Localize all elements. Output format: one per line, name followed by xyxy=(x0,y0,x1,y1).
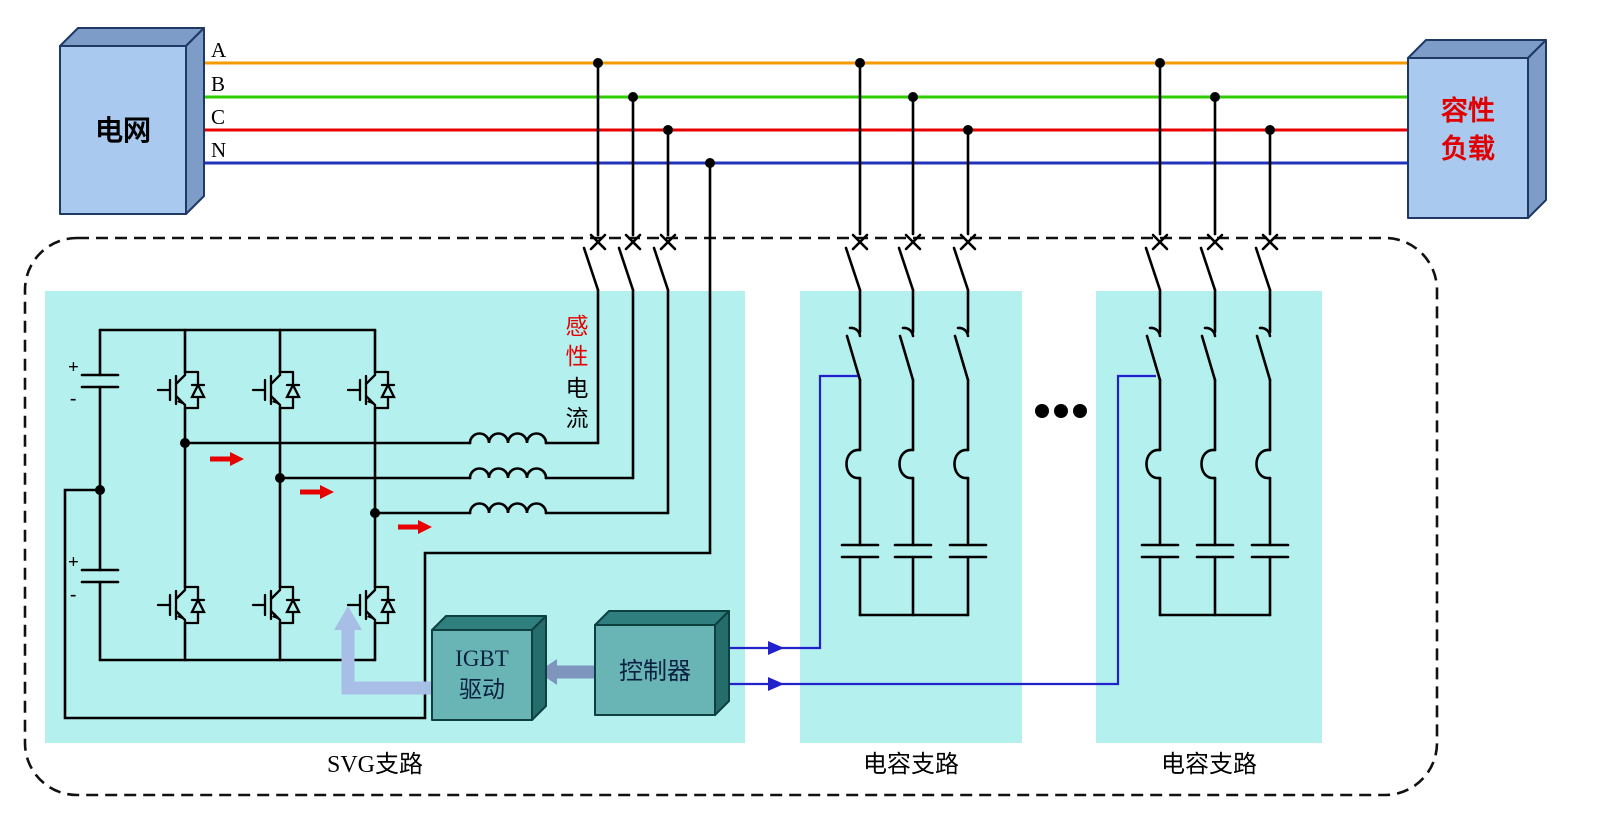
bus-a-label: A xyxy=(211,38,227,62)
cur-char-3: 电 xyxy=(566,376,589,401)
enclosure-border xyxy=(23,236,1439,797)
bus-labels: A B C N xyxy=(211,38,227,162)
cap1-minus: - xyxy=(70,388,76,409)
dc-cap-signs: + - + - xyxy=(68,357,79,605)
control-arrow-2 xyxy=(768,677,784,691)
cap1-plus: + xyxy=(68,357,79,378)
cap-branch-1-circuit xyxy=(840,58,988,617)
branch-labels: SVG支路 电容支路 电容支路 xyxy=(327,751,1257,778)
cap2-minus: - xyxy=(70,584,76,605)
grid-box: 电网 xyxy=(59,27,205,215)
cap-branch-panel-1 xyxy=(800,291,1022,743)
svg-branch-taps xyxy=(582,58,715,515)
drive-signal-arrow xyxy=(334,606,432,695)
inductor-a xyxy=(468,432,548,445)
inductor-c xyxy=(468,502,548,515)
ellipsis-dots xyxy=(1035,404,1087,418)
cur-char-1: 感 xyxy=(566,314,589,339)
igbt-driver-label-line2: 驱动 xyxy=(459,677,505,702)
load-label-line1: 容性 xyxy=(1441,95,1495,126)
inductor-b xyxy=(468,467,548,480)
controller-box: 控制器 xyxy=(594,610,730,716)
controller-label: 控制器 xyxy=(619,658,691,685)
branch-panels xyxy=(45,291,1322,743)
cap-branch-panel-2 xyxy=(1096,291,1322,743)
cap2-plus: + xyxy=(68,552,79,573)
cur-char-2: 性 xyxy=(566,344,589,369)
inverter-circuit xyxy=(63,161,712,720)
bus-lines xyxy=(204,61,1408,165)
load-box: 容性 负载 xyxy=(1407,39,1547,219)
cur-char-4: 流 xyxy=(566,406,589,431)
inductive-current-label: 感 性 电 流 xyxy=(566,314,589,431)
bus-c-label: C xyxy=(211,105,225,129)
controller-to-driver-arrow xyxy=(538,659,594,685)
bus-n-label: N xyxy=(211,138,226,162)
grid-label: 电网 xyxy=(95,115,151,147)
igbt-driver-label-line1: IGBT xyxy=(455,646,509,671)
igbt-driver-box: IGBT 驱动 xyxy=(431,615,547,721)
cap-branch-2-circuit xyxy=(1140,58,1290,617)
cap-branch-1-label: 电容支路 xyxy=(863,751,959,778)
cap-branch-2-label: 电容支路 xyxy=(1161,751,1257,778)
control-arrow-1 xyxy=(768,641,784,655)
neutral-return-path xyxy=(63,161,712,720)
load-label-line2: 负载 xyxy=(1441,134,1495,164)
current-arrows xyxy=(210,452,432,534)
bus-b-label: B xyxy=(211,72,225,96)
control-line-2 xyxy=(729,374,1156,686)
control-lines xyxy=(729,374,1156,691)
svg-branch-label: SVG支路 xyxy=(327,751,423,778)
